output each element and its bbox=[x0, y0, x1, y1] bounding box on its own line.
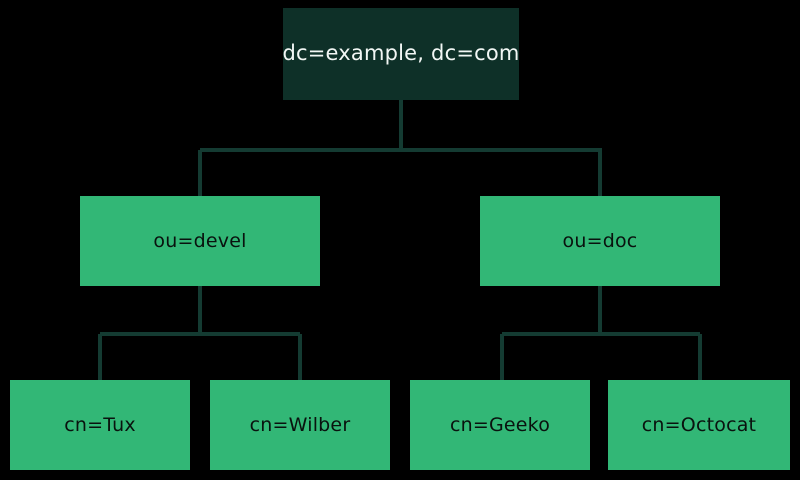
node-cn-wilber[interactable]: cn=Wilber bbox=[210, 380, 390, 470]
node-label-cn-geeko: cn=Geeko bbox=[449, 413, 551, 436]
node-cn-geeko[interactable]: cn=Geeko bbox=[410, 380, 590, 470]
node-label-ou-doc: ou=doc bbox=[562, 229, 638, 252]
node-label-ou-devel: ou=devel bbox=[153, 229, 247, 252]
node-cn-octocat[interactable]: cn=Octocat bbox=[608, 380, 790, 470]
node-label-root: dc=example, dc=com bbox=[282, 41, 520, 66]
node-root-dc-example-dc-com[interactable]: dc=example, dc=com bbox=[282, 8, 520, 100]
node-label-cn-octocat: cn=Octocat bbox=[641, 413, 757, 436]
node-cn-tux[interactable]: cn=Tux bbox=[10, 380, 190, 470]
node-ou-doc[interactable]: ou=doc bbox=[480, 196, 720, 286]
node-label-cn-tux: cn=Tux bbox=[64, 413, 136, 436]
node-ou-devel[interactable]: ou=devel bbox=[80, 196, 320, 286]
node-label-cn-wilber: cn=Wilber bbox=[249, 413, 351, 436]
